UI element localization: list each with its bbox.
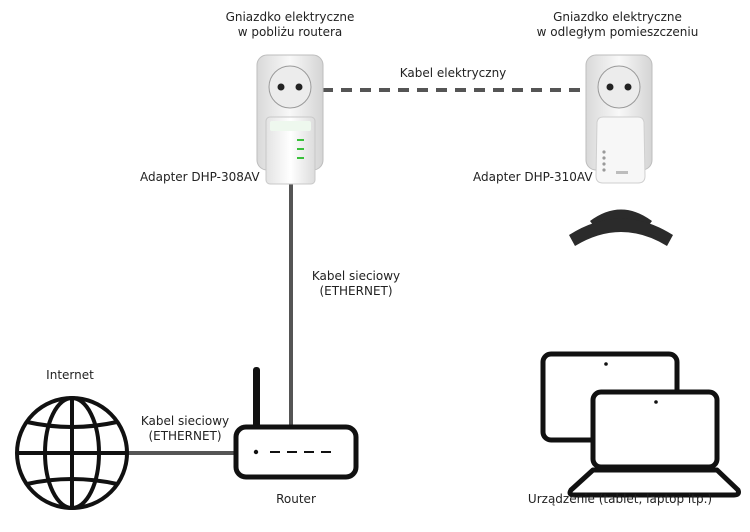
adapter-far-label: Adapter DHP-310AV xyxy=(473,170,593,184)
wireless-signal-icon xyxy=(569,209,673,246)
router-icon xyxy=(233,367,359,480)
socket-near-label: Gniazdko elektryczne w pobliżu routera xyxy=(225,10,355,39)
adapter-near-label: Adapter DHP-308AV xyxy=(140,170,260,184)
ethernet-cable-horizontal-label: Kabel sieciowy (ETHERNET) xyxy=(140,414,230,443)
socket-far-label: Gniazdko elektryczne w odległym pomieszc… xyxy=(536,10,699,39)
internet-label: Internet xyxy=(46,368,94,382)
power-cable-label: Kabel elektryczny xyxy=(399,66,507,80)
device-icon xyxy=(540,351,741,498)
device-label: Urządzenie (tablet, laptop itp.) xyxy=(527,492,713,506)
router-label: Router xyxy=(276,492,316,506)
adapter-dhp308av-icon xyxy=(265,116,316,185)
internet-globe-icon xyxy=(15,396,129,510)
adapter-dhp310av-icon xyxy=(595,116,646,184)
ethernet-cable-vertical-label: Kabel sieciowy (ETHERNET) xyxy=(311,269,401,298)
